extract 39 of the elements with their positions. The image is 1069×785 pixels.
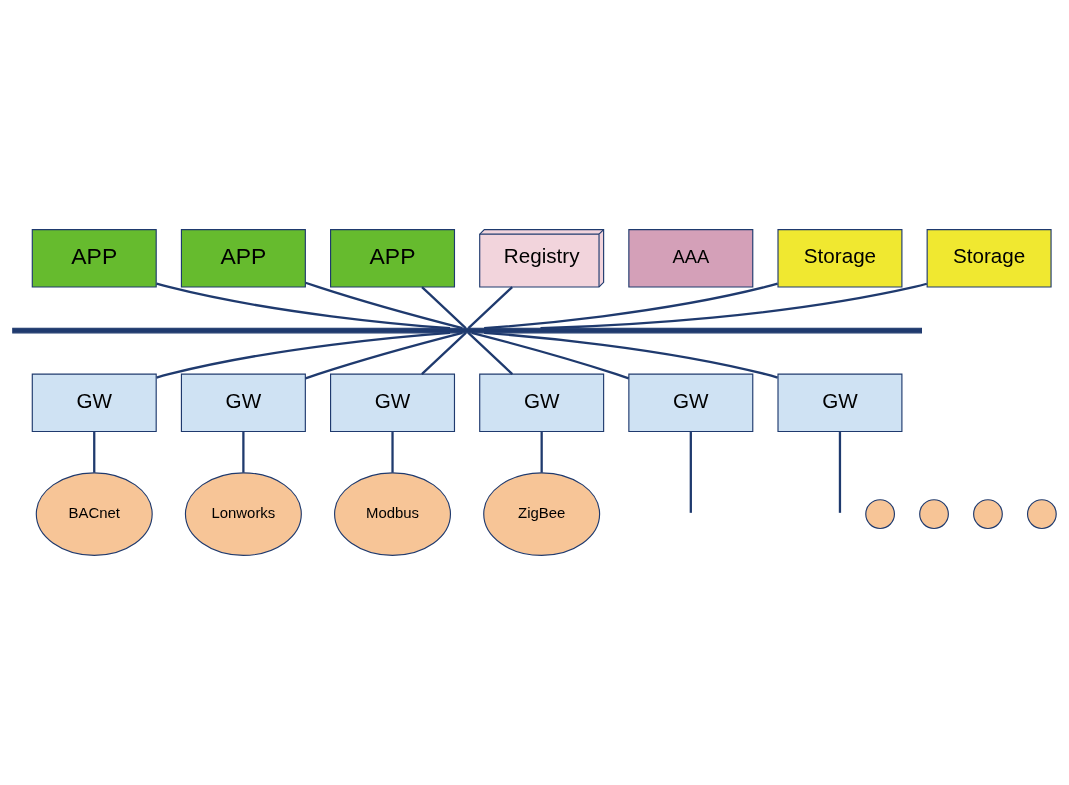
connector <box>689 432 692 513</box>
node-box: APP <box>31 229 157 288</box>
node-box: GW <box>777 373 903 433</box>
node-ellipse: BACnet <box>35 472 153 556</box>
connector <box>467 286 513 329</box>
connector <box>391 432 394 473</box>
node-ellipse: Modbus <box>334 472 452 556</box>
node-bar <box>12 327 922 334</box>
node-box: AAA <box>628 229 754 288</box>
connector <box>93 432 96 473</box>
node-box: APP <box>180 229 306 288</box>
node-ellipse: ZigBee <box>483 472 601 556</box>
node-box: Storage <box>926 229 1052 288</box>
connector <box>305 281 463 330</box>
connector <box>471 331 630 380</box>
connector <box>156 282 451 330</box>
node-box: GW <box>180 373 306 433</box>
connector <box>305 331 463 380</box>
connector <box>540 432 543 473</box>
connector <box>421 286 467 329</box>
connector <box>467 332 514 375</box>
node-circle <box>1026 499 1057 530</box>
connector <box>484 282 778 330</box>
connector <box>242 432 245 473</box>
node-box: GW <box>479 373 605 433</box>
node-box: APP <box>330 229 456 288</box>
node-box: Storage <box>777 229 903 288</box>
node-box: GW <box>31 373 157 433</box>
connector <box>838 432 842 513</box>
connector <box>421 332 467 375</box>
node-box: GW <box>628 373 754 433</box>
node-circle <box>973 499 1003 530</box>
node-ellipse: Lonworks <box>184 472 302 556</box>
node-circle <box>919 499 949 530</box>
connector <box>540 282 928 330</box>
node-circle <box>865 499 896 530</box>
connector <box>484 331 778 379</box>
connector <box>156 331 451 379</box>
node-box: GW <box>330 373 456 433</box>
